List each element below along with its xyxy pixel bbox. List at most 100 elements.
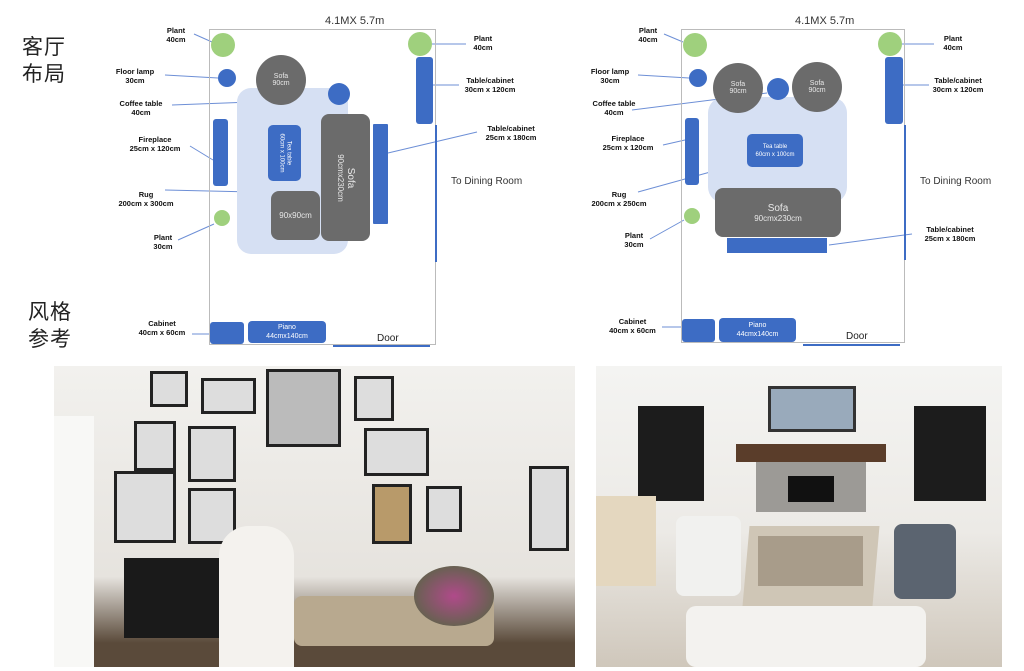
t: 40cm: [473, 43, 493, 52]
t: Floor lamp: [590, 67, 630, 76]
flowers: [414, 566, 494, 626]
t: Coffee table: [119, 99, 163, 108]
t: 200cm x 300cm: [118, 199, 174, 208]
artwork: [768, 386, 856, 432]
floor-lamp: [689, 69, 707, 87]
t: Floor lamp: [115, 67, 155, 76]
t: 200cm x 250cm: [591, 199, 647, 208]
wall-opening: [435, 125, 437, 262]
piano: Piano 44cmx140cm: [719, 318, 796, 342]
t: Cabinet: [618, 317, 647, 326]
label: Piano: [748, 322, 767, 329]
t: Table/cabinet: [934, 76, 982, 85]
t: 30cm: [600, 76, 620, 85]
heading-line: 风格: [28, 300, 72, 324]
plant: [211, 33, 235, 57]
t: 40cm: [638, 35, 658, 44]
t: Plant: [473, 34, 493, 43]
heading-line: 布局: [22, 62, 66, 86]
ottoman: 90x90cm: [271, 191, 320, 240]
t: 40cm: [131, 108, 151, 117]
t: 40cm: [166, 35, 186, 44]
t: 25cm x 180cm: [924, 234, 976, 243]
t: Table/cabinet: [487, 124, 535, 133]
fireplace: [685, 118, 699, 185]
armchair: [676, 516, 741, 596]
room-dimensions: 4.1MX 5.7m: [325, 15, 385, 27]
woman: [219, 526, 294, 667]
room-dimensions: 4.1MX 5.7m: [795, 15, 855, 27]
t: 40cm x 60cm: [609, 326, 656, 335]
t: Plant: [638, 26, 658, 35]
picture-frame: [150, 371, 188, 407]
table-cabinet: [373, 124, 388, 224]
coffee-table: [758, 536, 863, 586]
table-cabinet: [727, 238, 827, 253]
piano: Piano 44cmx140cm: [248, 321, 326, 343]
label: Sofa: [730, 81, 746, 88]
label: 60cm x 100cm: [755, 151, 795, 158]
t: 40cm x 60cm: [138, 328, 186, 337]
label: Tea table: [285, 140, 292, 166]
wall-opening: [904, 125, 906, 260]
label: 60cm x 100cm: [278, 133, 285, 173]
door-label: Door: [846, 331, 868, 342]
mantel: [736, 444, 886, 462]
t: 30cm x 120cm: [464, 85, 516, 94]
label: 90x90cm: [279, 211, 312, 220]
label: 44cmx140cm: [266, 333, 308, 340]
door-label: Door: [377, 333, 399, 344]
label: Piano: [278, 324, 296, 331]
t: Plant: [943, 34, 963, 43]
style-heading: 风格 参考: [28, 299, 72, 353]
heading-line: 参考: [28, 327, 72, 351]
picture-frame: [188, 426, 236, 482]
label: Sofa: [767, 202, 789, 214]
curtain: [54, 416, 94, 667]
heading-line: 客厅: [22, 35, 66, 59]
door-line: [803, 344, 900, 346]
t: 25cm x 180cm: [485, 133, 537, 142]
door-line: [333, 345, 430, 347]
t: Table/cabinet: [926, 225, 974, 234]
label: Sofa: [809, 80, 825, 87]
picture-frame: [201, 378, 256, 414]
t: Table/cabinet: [466, 76, 514, 85]
coffee-table: [767, 78, 789, 100]
label: 44cmx140cm: [736, 331, 779, 338]
window: [638, 406, 704, 501]
plant: [683, 33, 707, 57]
plant: [878, 32, 902, 56]
t: Fireplace: [138, 135, 172, 144]
table-cabinet: [885, 57, 903, 124]
picture-frame: [114, 471, 176, 543]
picture-frame: [134, 421, 176, 471]
sofa: [686, 606, 926, 667]
t: Plant: [153, 233, 173, 242]
t: 30cm: [153, 242, 173, 251]
piano: [124, 558, 229, 638]
picture-frame: [372, 484, 412, 544]
label: 90cm: [729, 88, 747, 95]
cabinet: [682, 319, 715, 342]
t: 30cm: [125, 76, 145, 85]
